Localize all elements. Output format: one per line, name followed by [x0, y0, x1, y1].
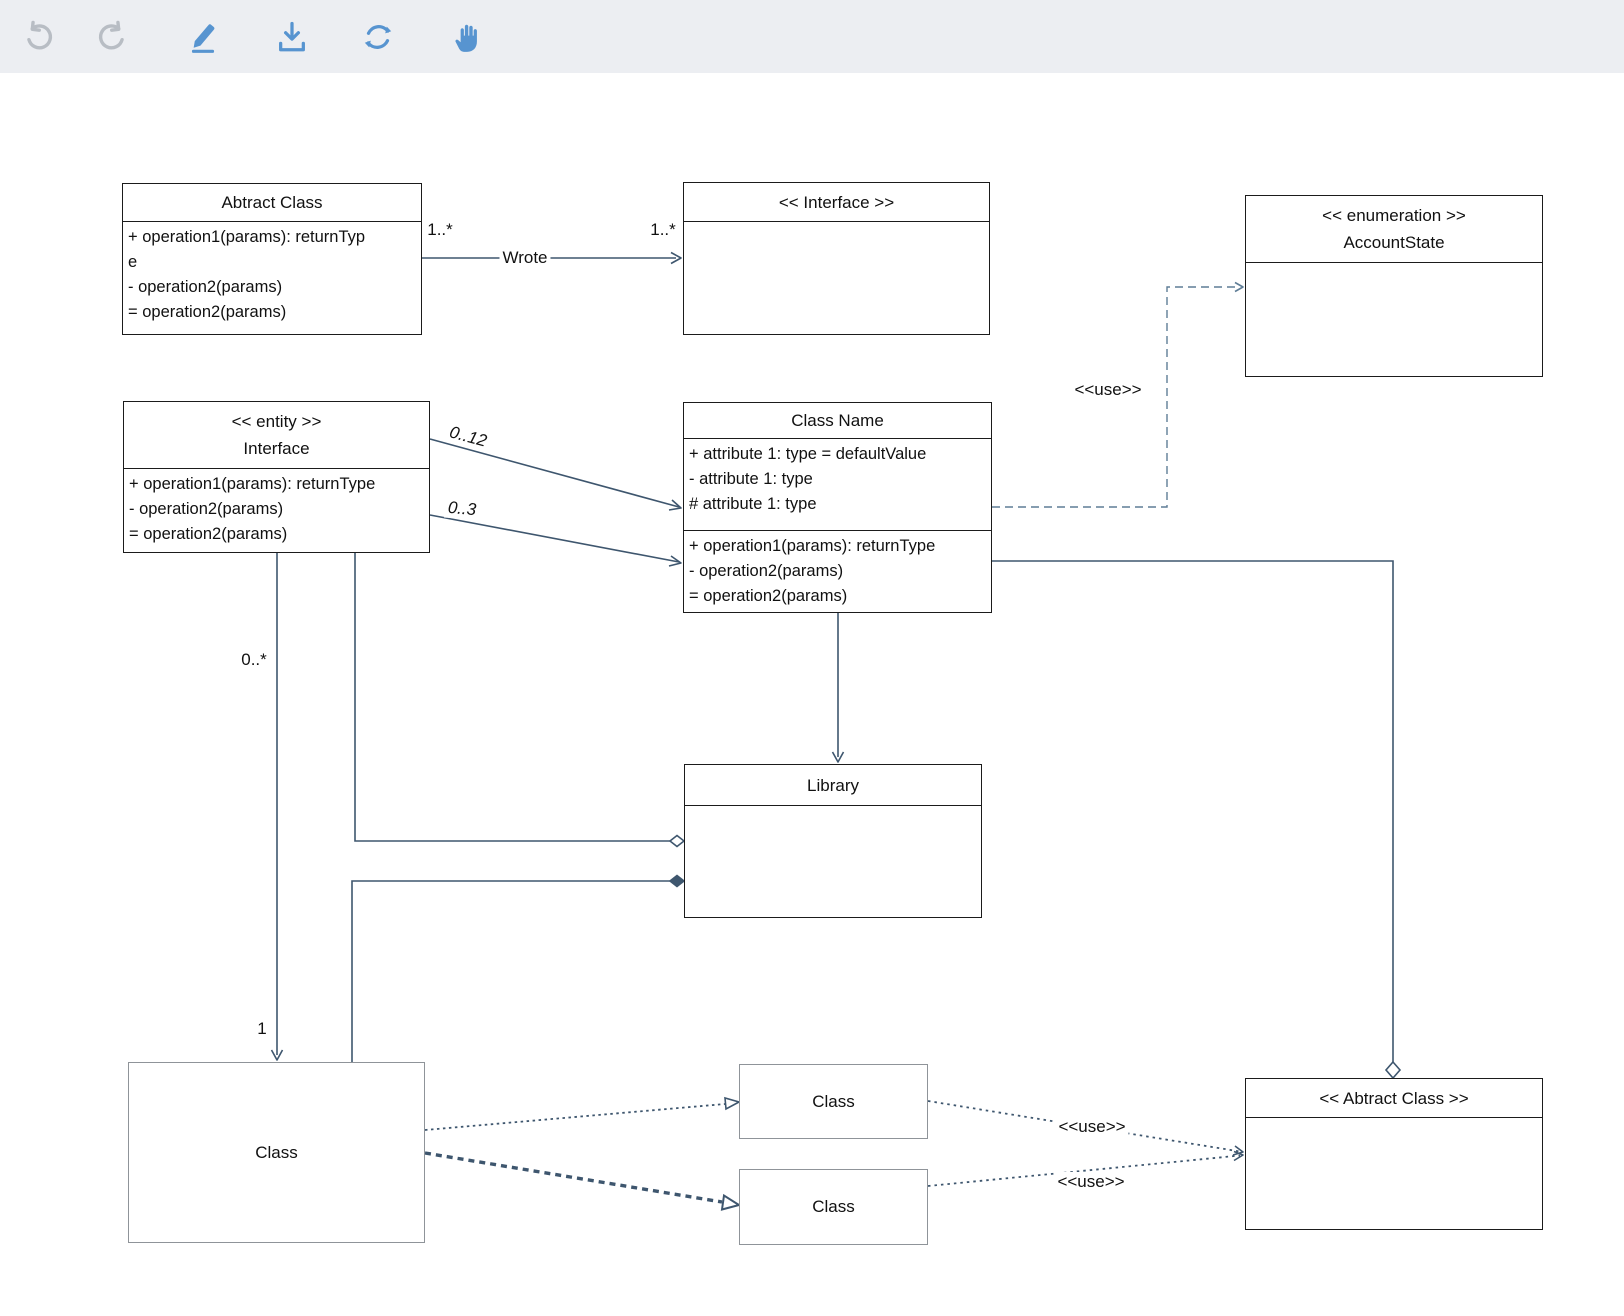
edge-label-use-lower[interactable]: <<use>>: [1054, 1172, 1128, 1192]
arrowhead: [1232, 1145, 1244, 1156]
node-section: [1246, 1117, 1542, 1229]
redo-icon[interactable]: [95, 20, 129, 54]
multiplicity-0-3[interactable]: 0..3: [444, 497, 480, 521]
node-title: << enumeration >>AccountState: [1322, 206, 1466, 252]
node-label: Class: [255, 1142, 298, 1162]
node-section: + operation1(params): returnType- operat…: [124, 468, 429, 552]
uml-node-library[interactable]: Library: [684, 764, 982, 918]
edge-label-wrote[interactable]: Wrote: [499, 248, 551, 268]
edge-assoc-interface-class[interactable]: [270, 553, 284, 1061]
node-section: [684, 221, 989, 334]
uml-node-class-name[interactable]: Class Name + attribute 1: type = defaultV…: [683, 402, 992, 613]
uml-node-entity-interface[interactable]: << entity >>Interface + operation1(params…: [123, 401, 430, 553]
arrowhead: [1233, 1150, 1244, 1162]
edge-aggregation-interface-library[interactable]: [354, 553, 686, 848]
arrowhead: [668, 499, 682, 511]
node-section: + attribute 1: type = defaultValue- attr…: [684, 438, 991, 530]
uml-node-abtract-class-top[interactable]: Abtract Class + operation1(params): retur…: [122, 183, 422, 335]
edge-assoc-0-3[interactable]: [429, 514, 682, 567]
edit-icon[interactable]: [186, 20, 220, 54]
undo-icon[interactable]: [22, 20, 56, 54]
node-title: Library: [807, 775, 859, 795]
edge-label-use-upper[interactable]: <<use>>: [1055, 1117, 1129, 1137]
arrowhead: [831, 751, 845, 763]
download-icon[interactable]: [275, 20, 309, 54]
node-title: << Interface >>: [778, 192, 895, 212]
hollow-marker: [1384, 1060, 1402, 1080]
hollow-marker: [720, 1193, 742, 1211]
edge-dependency-class-upper[interactable]: [424, 1096, 742, 1131]
multiplicity-1star-right[interactable]: 1..*: [647, 220, 679, 240]
multiplicity-0-12[interactable]: 0..12: [444, 421, 492, 453]
node-label: Class: [812, 1091, 855, 1111]
edge-dependency-class-lower[interactable]: [424, 1151, 742, 1211]
hollow-marker: [668, 834, 686, 848]
node-title: Abtract Class: [221, 193, 323, 212]
edge-composition-class-library[interactable]: [351, 874, 686, 1063]
arrowhead: [668, 555, 682, 567]
arrowhead: [1234, 281, 1244, 293]
node-label: Class: [812, 1197, 855, 1216]
multiplicity-1star-left[interactable]: 1..*: [424, 220, 456, 240]
multiplicity-0-star[interactable]: 0..*: [238, 650, 270, 670]
edge-label-use-accountstate[interactable]: <<use>>: [1071, 380, 1145, 400]
node-title: << entity >>Interface: [231, 412, 322, 458]
uml-node-account-state[interactable]: << enumeration >>AccountState: [1245, 195, 1543, 377]
node-section: [685, 805, 981, 917]
edge-assoc-classname-library[interactable]: [831, 613, 845, 763]
filled-diamond: [668, 874, 686, 888]
toolbar: [0, 0, 1624, 73]
uml-node-class-main[interactable]: Class: [128, 1062, 425, 1243]
edge-assoc-wrote[interactable]: [422, 251, 682, 265]
arrowhead: [270, 1049, 284, 1061]
uml-node-abstract-class-br[interactable]: << Abtract Class >>: [1245, 1078, 1543, 1230]
node-title: << Abtract Class >>: [1319, 1088, 1469, 1108]
node-section: + operation1(params): returnType- operat…: [684, 530, 991, 612]
edge-aggregation-classname-abstract[interactable]: [992, 560, 1402, 1080]
uml-node-class-upper[interactable]: Class: [739, 1064, 928, 1139]
arrowhead: [670, 251, 682, 265]
uml-node-class-lower[interactable]: Class: [739, 1169, 928, 1245]
node-section: [1246, 262, 1542, 376]
refresh-icon[interactable]: [361, 20, 395, 54]
hollow-marker: [724, 1096, 742, 1111]
multiplicity-1[interactable]: 1: [254, 1019, 270, 1039]
uml-node-interface-top[interactable]: << Interface >>: [683, 182, 990, 335]
pan-hand-icon[interactable]: [451, 20, 485, 54]
node-title: Class Name: [791, 411, 884, 430]
